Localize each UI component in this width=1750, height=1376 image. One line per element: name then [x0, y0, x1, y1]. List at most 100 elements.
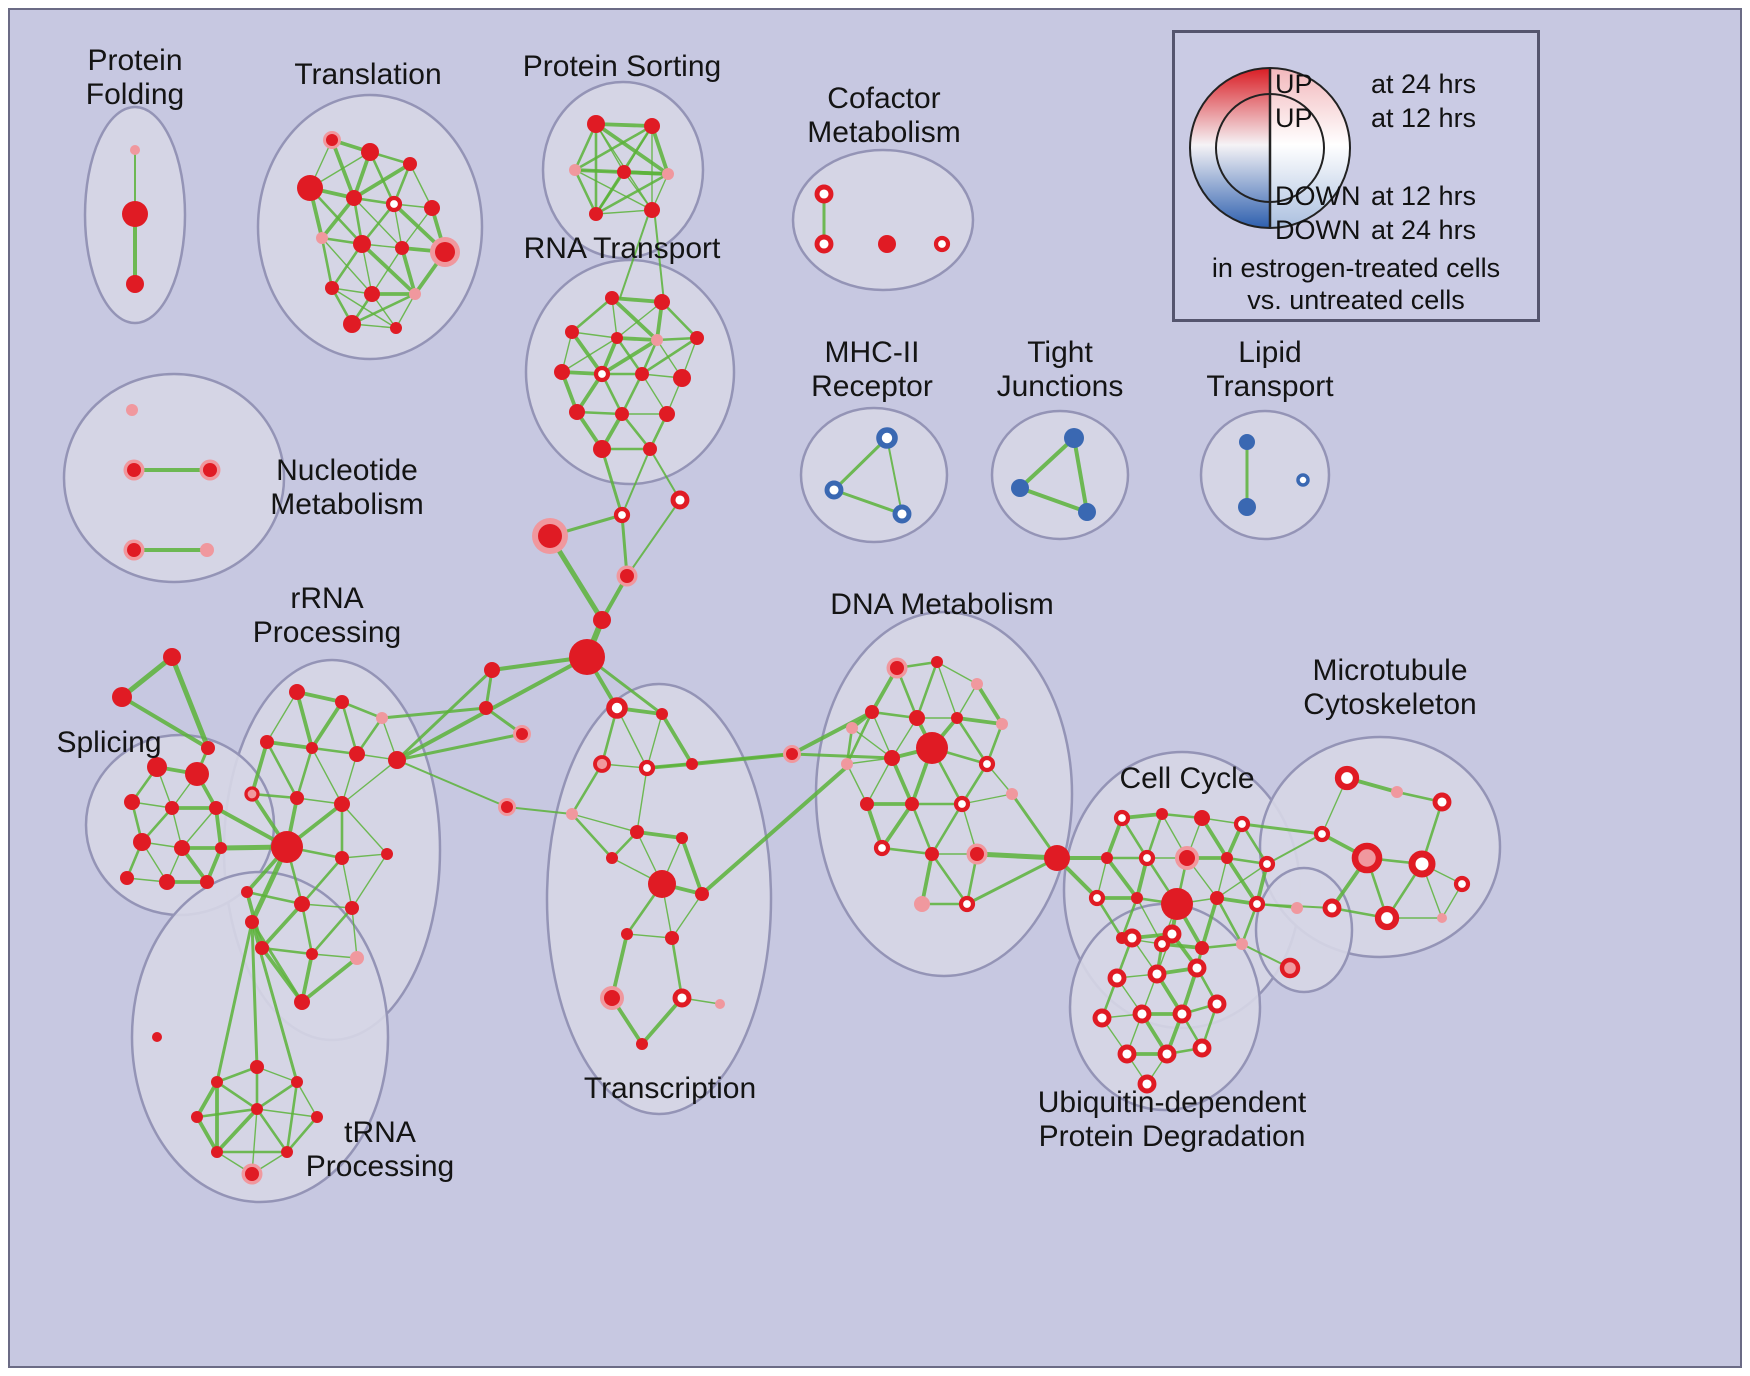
node-solid — [291, 1076, 303, 1088]
node-solid — [617, 165, 631, 179]
node-solid — [690, 331, 704, 345]
node-solid — [644, 118, 660, 134]
node-pale-ring — [244, 786, 260, 802]
node-ring — [953, 795, 971, 813]
node-pale — [662, 168, 674, 180]
node-blue-ring — [892, 504, 912, 524]
node-solid — [361, 143, 379, 161]
node-pale — [376, 712, 388, 724]
node-solid — [860, 797, 874, 811]
node-solid — [1156, 808, 1168, 820]
edge — [340, 700, 384, 720]
node-solid — [611, 332, 623, 344]
edge — [1018, 486, 1089, 514]
edge — [260, 902, 304, 950]
node-ring — [1138, 849, 1156, 867]
edge — [974, 851, 1060, 861]
edge — [311, 953, 358, 959]
node-solid — [569, 639, 605, 675]
legend-time-label: at 12 hrs — [1371, 181, 1477, 211]
node-solid — [215, 842, 227, 854]
edge — [341, 857, 353, 909]
edge — [395, 668, 494, 762]
node-solid — [335, 851, 349, 865]
node-halo — [786, 748, 798, 760]
edge — [615, 336, 659, 342]
edge — [265, 740, 314, 750]
node-solid — [593, 440, 611, 458]
legend-dir-label: DOWN — [1275, 181, 1361, 211]
edge — [570, 762, 604, 816]
cluster-rna-transport-ellipse — [524, 258, 736, 486]
node-solid — [878, 235, 896, 253]
cluster-cofactor-metabolism-ellipse — [791, 148, 975, 292]
node-solid — [297, 175, 323, 201]
edge — [573, 124, 654, 172]
node-solid — [306, 742, 318, 754]
node-ring — [1313, 825, 1331, 843]
edge — [570, 330, 604, 376]
edge — [1215, 896, 1244, 946]
cluster-cell-cycle-label: Cell Cycle — [1119, 762, 1254, 795]
edge — [930, 802, 964, 856]
node-pale — [1437, 913, 1447, 923]
edge — [635, 830, 684, 840]
edge — [120, 695, 210, 750]
node-solid — [211, 1076, 223, 1088]
legend-dir-label: UP — [1275, 69, 1313, 99]
edge — [395, 732, 524, 762]
node-solid — [159, 874, 175, 890]
cluster-mhc-ii-receptor-label: Receptor — [811, 370, 933, 403]
node-solid — [260, 735, 274, 749]
edge — [295, 746, 314, 800]
node-ring — [1132, 1004, 1152, 1024]
node-ring — [613, 506, 631, 524]
cluster-lipid-transport-label: Transport — [1206, 370, 1334, 403]
edge — [169, 654, 211, 751]
node-solid — [345, 901, 359, 915]
legend-box: UP at 24 hrs UP at 12 hrs DOWN at 12 hrs… — [1172, 30, 1540, 322]
node-halo — [890, 661, 904, 675]
node-solid — [916, 732, 948, 764]
node-ring — [1248, 895, 1266, 913]
node-solid — [1131, 892, 1143, 904]
cluster-transcription-ellipse — [545, 682, 773, 1116]
node-solid — [884, 750, 900, 766]
node-halo — [127, 463, 141, 477]
node-ring — [1187, 958, 1207, 978]
node-ring — [1147, 964, 1167, 984]
node-ring — [1172, 1004, 1192, 1024]
node-solid — [695, 887, 709, 901]
node-solid — [1194, 810, 1210, 826]
node-solid — [909, 710, 925, 726]
node-solid — [124, 794, 140, 810]
node-solid — [395, 241, 409, 255]
node-solid — [589, 207, 603, 221]
edge — [880, 802, 914, 850]
edge — [573, 168, 598, 216]
node-layer — [112, 115, 1471, 1185]
node-solid — [185, 762, 209, 786]
node-pale — [1291, 902, 1303, 914]
edge — [571, 331, 618, 339]
node-solid — [306, 948, 318, 960]
edge — [930, 852, 969, 906]
node-solid — [665, 931, 679, 945]
cluster-protein-folding-label: Folding — [86, 78, 184, 111]
edge — [595, 209, 653, 215]
edge — [215, 1080, 259, 1111]
node-solid — [122, 201, 148, 227]
node-solid — [388, 751, 406, 769]
node-halo — [203, 463, 217, 477]
edge — [880, 846, 934, 856]
node-ring — [385, 195, 403, 213]
legend-row-up-12: UP at 12 hrs — [1275, 103, 1530, 133]
edge — [256, 1066, 298, 1083]
node-pale-ring — [593, 755, 611, 773]
edge — [341, 853, 388, 859]
node-solid — [343, 315, 361, 333]
edge — [956, 683, 978, 719]
edge — [395, 293, 416, 329]
edge — [301, 903, 353, 909]
